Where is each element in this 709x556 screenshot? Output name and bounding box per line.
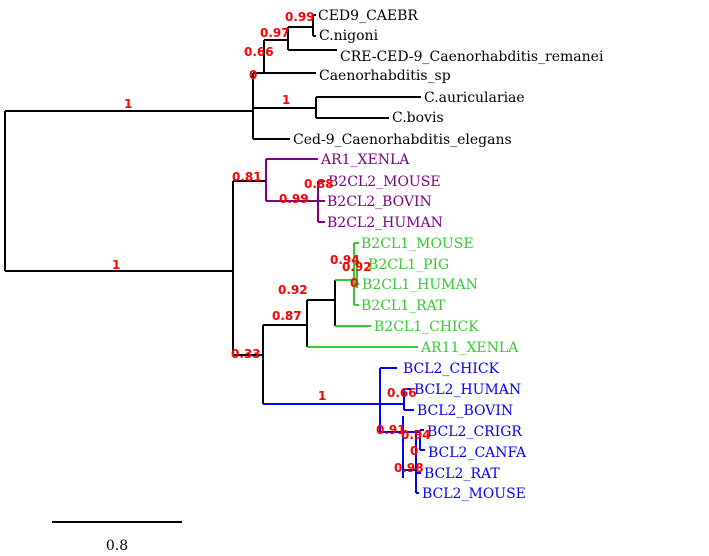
leaf-label-ced9-elegans: Ced-9_Caenorhabditis_elegans: [293, 132, 512, 148]
leaf-label-ced9-caebr: CED9_CAEBR: [318, 8, 418, 24]
support-value-s-bcl2-0: 0: [410, 444, 418, 458]
leaf-label-b2cl1-rat: B2CL1_RAT: [361, 298, 446, 314]
leaf-label-b2cl2-bovin: B2CL2_BOVIN: [327, 194, 432, 210]
support-value-s-root-vert: 1: [112, 258, 120, 272]
support-value-s-green-92: 0.92: [278, 283, 308, 297]
leaf-label-bcl2-rat: BCL2_RAT: [424, 466, 500, 482]
support-value-s-b2cl2-bovin: 0.99: [279, 192, 309, 206]
support-value-s-green-87: 0.87: [272, 309, 302, 323]
leaf-label-bcl2-human: BCL2_HUMAN: [414, 382, 521, 398]
support-value-s-b2cl1-0: 0: [350, 276, 358, 290]
leaf-label-bcl2-mouse: BCL2_MOUSE: [422, 486, 526, 502]
support-value-s-vert-33: 0.33: [231, 347, 261, 361]
leaf-label-b2cl1-mouse: B2CL1_MOUSE: [361, 236, 474, 252]
scale-bar: 0.8: [52, 521, 182, 554]
support-value-s-b2cl1-92: 0.92: [342, 260, 372, 274]
leaf-label-caeno-sp: Caenorhabditis_sp: [319, 68, 451, 84]
leaf-label-bcl2-crigr: BCL2_CRIGR: [427, 424, 522, 440]
support-value-s-remanei: 0.97: [260, 26, 290, 40]
support-value-s-sp: 0.66: [244, 45, 274, 59]
tree-branches: [4, 14, 425, 494]
leaf-label-bcl2-canfa: BCL2_CANFA: [428, 445, 527, 461]
support-value-s-b2cl2-mouse: 0.88: [304, 177, 334, 191]
leaf-label-bcl2-bovin: BCL2_BOVIN: [417, 403, 513, 419]
support-value-s-root-nema: 1: [124, 97, 132, 111]
support-value-s-bcl2-98: 0.98: [394, 461, 424, 475]
leaf-label-b2cl1-chick: B2CL1_CHICK: [374, 319, 479, 335]
leaf-label-c-nigoni: C.nigoni: [319, 28, 379, 44]
support-value-s-caebr-nigoni: 0.99: [285, 10, 315, 24]
leaf-label-b2cl2-human: B2CL2_HUMAN: [327, 215, 443, 231]
support-value-s-auric-bovis: 1: [282, 93, 290, 107]
support-value-s-purple: 0.81: [232, 170, 262, 184]
support-value-s-bcl2-66: 0.66: [387, 386, 417, 400]
leaf-label-cre-ced9: CRE-CED-9_Caenorhabditis_remanei: [340, 49, 604, 65]
leaf-labels: CED9_CAEBR C.nigoniCRE-CED-9_Caenorhabdit…: [293, 8, 604, 502]
leaf-label-b2cl2-mouse: B2CL2_MOUSE: [328, 174, 441, 190]
leaf-label-b2cl1-human: B2CL1_HUMAN: [362, 277, 478, 293]
leaf-label-ar1-xenla: AR1_XENLA: [320, 152, 410, 168]
support-value-s-bcl2-94: 0.94: [401, 428, 431, 442]
leaf-label-bcl2-chick: BCL2_CHICK: [403, 361, 500, 377]
leaf-label-ar11-xenla: AR11_XENLA: [420, 340, 519, 356]
leaf-label-c-auricularia: C.auriculariae: [424, 90, 525, 106]
scale-bar-label: 0.8: [106, 538, 128, 554]
leaf-label-c-bovis: C.bovis: [392, 110, 444, 126]
support-value-s-blue-1: 1: [318, 389, 326, 403]
leaf-label-b2cl1-pig: B2CL1_PIG: [368, 257, 449, 273]
support-value-s-zero-nema: 0: [249, 68, 257, 82]
support-value-s-bcl2-91: 0.91: [376, 423, 406, 437]
support-value-s-b2cl1-94: 0.94: [330, 253, 360, 267]
